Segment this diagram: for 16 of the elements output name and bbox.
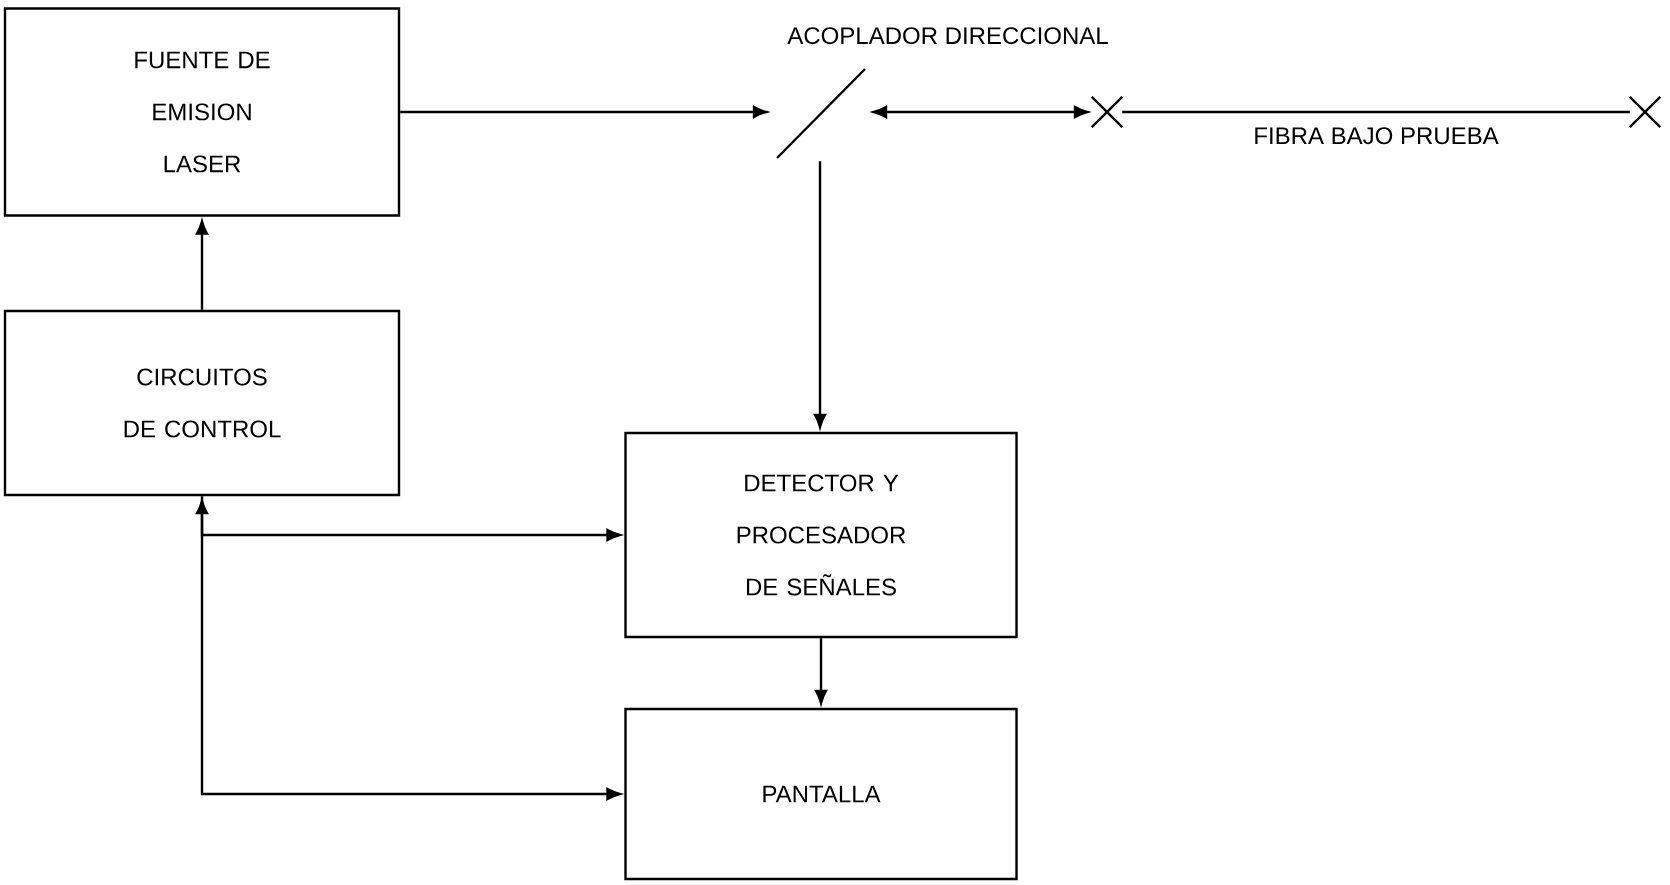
process-box: FUENTE DE EMISION LASER: [3, 7, 401, 217]
process-box: CIRCUITOS DE CONTROL: [3, 309, 401, 497]
process-box: DETECTOR Y PROCESADOR DE SEÑALES: [624, 431, 1018, 639]
arrow: [195, 220, 209, 310]
edge-label: FIBRA BAJO PRUEBA: [1251, 125, 1501, 147]
arrow: [872, 105, 1089, 119]
component-label: ACOPLADOR DIRECCIONAL: [787, 27, 1108, 45]
connector-cross: [1090, 95, 1124, 129]
connector-cross: [1628, 95, 1662, 129]
arrow: [200, 496, 621, 542]
process-box: PANTALLA: [624, 707, 1018, 881]
arrow: [813, 161, 827, 429]
coupler-mirror: [776, 68, 866, 159]
arrow: [400, 105, 768, 119]
arrow: [814, 638, 828, 705]
arrow: [195, 499, 621, 801]
